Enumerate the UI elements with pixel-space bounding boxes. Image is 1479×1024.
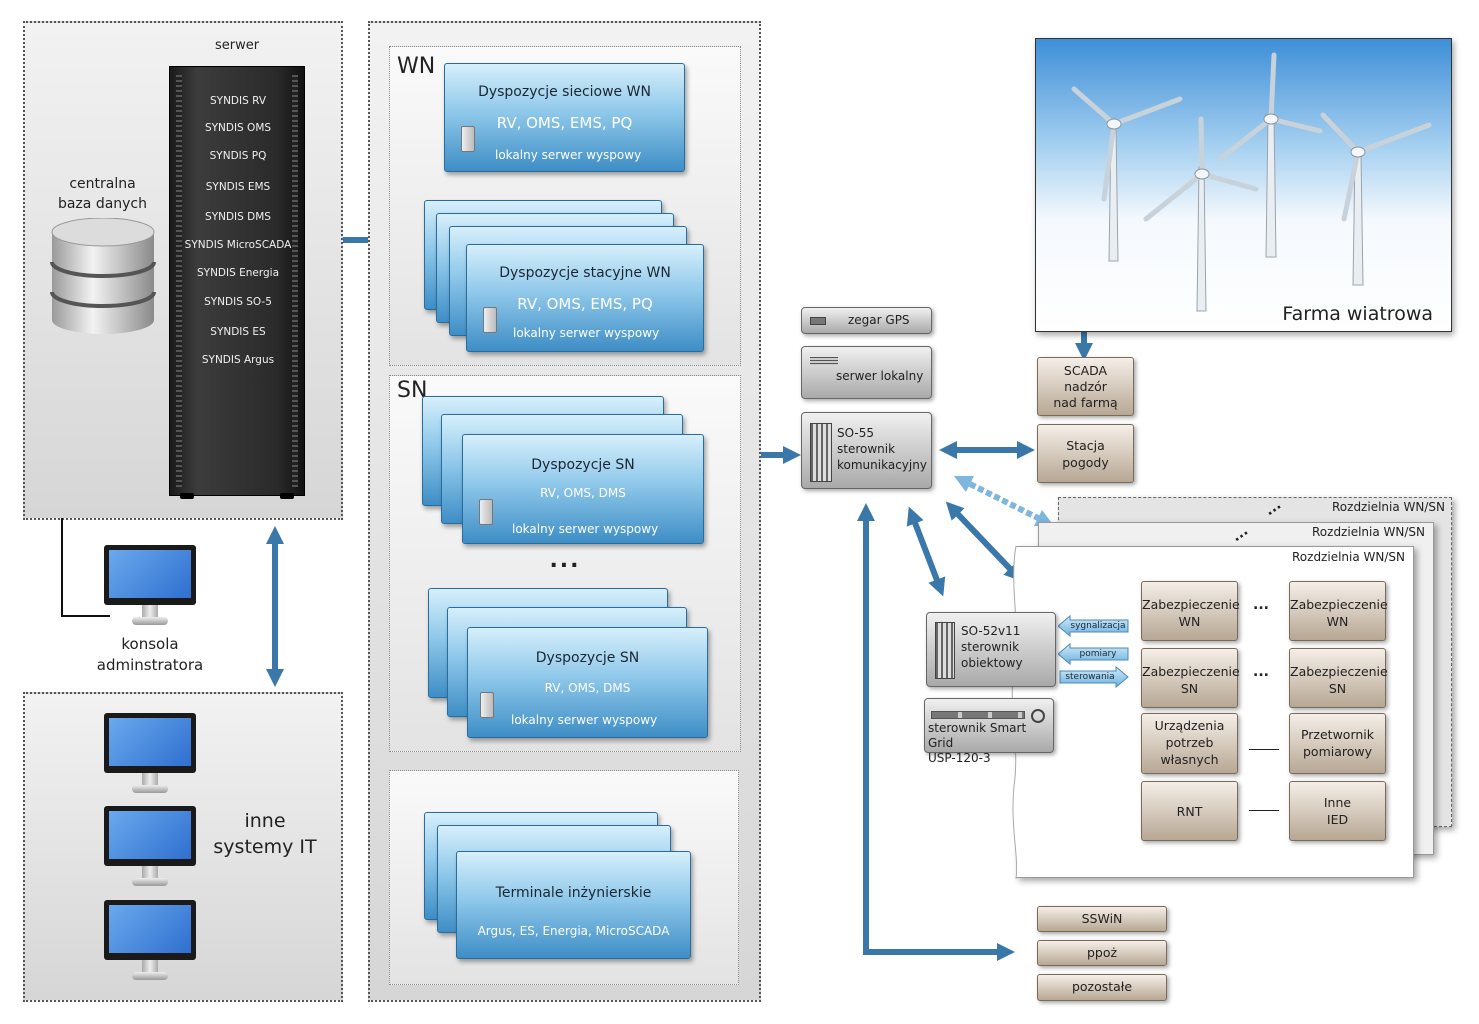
weather-station-box: Stacja pogody — [1037, 424, 1134, 483]
gps-clock-label: zegar GPS — [848, 313, 910, 327]
server-label: serwer — [214, 38, 260, 53]
rack-item: SYNDIS EMS — [205, 181, 271, 193]
it-systems-label: inne systemy IT — [213, 810, 317, 858]
rnt-box: RNT — [1141, 781, 1238, 841]
arrow-so55-other — [857, 503, 1015, 961]
rack-item: SYNDIS SO-5 — [204, 296, 272, 308]
wind-turbines-icon — [1071, 52, 1432, 312]
card-subtitle: Argus, ES, Energia, MicroSCADA — [477, 924, 670, 938]
substation-label: Rozdzielnia WN/SN — [1292, 550, 1405, 564]
signal-tag: sterowania — [1065, 672, 1115, 682]
other-system-remaining: pozostałe — [1037, 974, 1167, 1001]
server-icon — [479, 499, 493, 525]
server-icon — [461, 126, 475, 152]
other-system-fire: ppoż — [1037, 940, 1167, 966]
card-subtitle: RV, OMS, EMS, PQ — [496, 114, 633, 132]
sn-dispatch-card-1: Dyspozycje SN RV, OMS, DMS lokalny serwe… — [462, 434, 704, 544]
engineering-terminals-card: Terminale inżynierskie Argus, ES, Energi… — [456, 851, 691, 959]
rack-item: SYNDIS ES — [210, 326, 266, 338]
connector-line — [1249, 749, 1279, 750]
rack-item: SYNDIS Argus — [201, 354, 275, 366]
server-icon — [483, 307, 497, 333]
server-rack: SYNDIS RV SYNDIS OMS SYNDIS PQ SYNDIS EM… — [169, 66, 305, 499]
rack-item: SYNDIS DMS — [205, 211, 271, 223]
card-title: Dyspozycje SN — [535, 650, 640, 666]
card-server-label: lokalny serwer wyspowy — [495, 148, 642, 162]
it-monitor-icon — [104, 713, 196, 799]
row-dots: ... — [1253, 597, 1269, 613]
signal-arrows — [1058, 614, 1129, 689]
sn-dispatch-card-2: Dyspozycje SN RV, OMS, DMS lokalny serwe… — [467, 627, 708, 738]
so55-controller: SO-55 sterownik komunikacyjny — [801, 412, 932, 489]
card-title: Dyspozycje sieciowe WN — [478, 84, 651, 100]
console-monitor-icon — [104, 545, 196, 631]
wind-farm-label: Farma wiatrowa — [1282, 303, 1433, 325]
row-dots: ... — [1253, 664, 1269, 680]
rack-item: SYNDIS MicroSCADA — [184, 239, 292, 251]
connector-line — [1249, 810, 1279, 811]
card-server-label: lokalny serwer wyspowy — [513, 326, 660, 340]
card-title: Dyspozycje stacyjne WN — [499, 265, 671, 281]
signal-tag: pomiary — [1079, 649, 1117, 659]
card-subtitle: RV, OMS, DMS — [540, 486, 626, 500]
substation-label: Rozdzielnia WN/SN — [1332, 500, 1445, 514]
console-label: konsola adminstratora — [96, 635, 204, 674]
card-subtitle: RV, OMS, EMS, PQ — [517, 295, 653, 313]
wn-network-dispatch-card: Dyspozycje sieciowe WN RV, OMS, EMS, PQ … — [444, 63, 685, 172]
gps-clock-device: zegar GPS — [801, 307, 932, 334]
signal-tag: sygnalizacja — [1070, 621, 1126, 631]
so52-controller: SO-52v11 sterownik obiektowy — [926, 612, 1056, 687]
it-monitor-icon — [104, 806, 196, 892]
substation-label: Rozdzielnia WN/SN — [1312, 525, 1425, 539]
card-subtitle: RV, OMS, DMS — [544, 681, 631, 695]
arrow-so55-rozd2 — [953, 475, 1055, 527]
smart-grid-controller: sterownik Smart Grid USP-120-3 — [924, 698, 1054, 765]
database-icon — [50, 218, 156, 334]
card-server-label: lokalny serwer wyspowy — [512, 522, 659, 536]
card-title: Dyspozycje SN — [531, 457, 635, 473]
server-icon — [480, 692, 494, 718]
wn-label: WN — [397, 54, 436, 79]
other-system-sswin: SSWiN — [1037, 906, 1167, 932]
card-server-label: lokalny serwer wyspowy — [511, 713, 658, 727]
rack-item: SYNDIS Energia — [196, 267, 280, 279]
more-dispatch-ellipsis: ... — [549, 548, 581, 573]
wind-farm-image: Farma wiatrowa — [1035, 38, 1452, 332]
local-server-device: serwer lokalny — [801, 346, 932, 399]
wn-station-dispatch-card: Dyspozycje stacyjne WN RV, OMS, EMS, PQ … — [466, 244, 704, 352]
rack-item: SYNDIS OMS — [204, 122, 272, 134]
console-connector — [61, 518, 110, 617]
local-server-label: serwer lokalny — [836, 369, 924, 383]
card-title: Terminale inżynierskie — [495, 885, 652, 901]
database-label: centralna baza danych — [57, 176, 148, 212]
scada-box: SCADA nadzór nad farmą — [1037, 357, 1134, 416]
rack-item: SYNDIS RV — [209, 95, 267, 107]
it-monitor-icon — [104, 900, 196, 986]
rack-item: SYNDIS PQ — [209, 150, 267, 162]
arrow-so55-so52 — [906, 506, 946, 597]
